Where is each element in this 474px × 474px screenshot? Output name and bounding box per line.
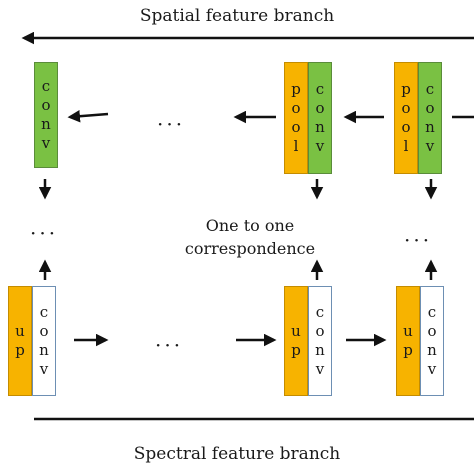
block-letter: v: [39, 360, 49, 378]
spectral-conv-block-2: c o n v: [308, 286, 332, 396]
block-letter: n: [39, 341, 49, 359]
block-letter: p: [291, 341, 301, 359]
block-letter: v: [315, 137, 325, 155]
block-letter: n: [425, 118, 435, 136]
block-letter: n: [315, 341, 325, 359]
spatial-conv-block-3: c o n v: [418, 62, 442, 174]
correspondence-label-line2: correspondence: [184, 239, 316, 258]
ellipsis-top-middle: ···: [157, 112, 186, 136]
block-letter: o: [41, 96, 51, 114]
block-letter: c: [427, 303, 437, 321]
block-letter: v: [427, 360, 437, 378]
block-letter: o: [315, 322, 325, 340]
block-letter: v: [425, 137, 435, 155]
block-letter: o: [315, 99, 325, 117]
block-letter: l: [403, 137, 409, 155]
block-letter: l: [293, 137, 299, 155]
block-letter: o: [425, 99, 435, 117]
correspondence-label-line1: One to one: [205, 216, 295, 235]
block-letter: u: [15, 322, 25, 340]
block-letter: c: [315, 80, 325, 98]
spectral-branch-title: Spectral feature branch: [133, 444, 341, 464]
block-letter: o: [291, 99, 301, 117]
block-letter: u: [291, 322, 301, 340]
block-letter: p: [401, 80, 411, 98]
spectral-conv-block-1: c o n v: [32, 286, 56, 396]
block-letter: c: [425, 80, 435, 98]
block-letter: n: [427, 341, 437, 359]
block-letter: o: [291, 118, 301, 136]
block-letter: o: [39, 322, 49, 340]
spatial-conv-block-2: c o n v: [308, 62, 332, 174]
block-letter: p: [15, 341, 25, 359]
block-letter: p: [403, 341, 413, 359]
spectral-up-block-1: u p: [8, 286, 32, 396]
block-letter: v: [41, 134, 51, 152]
spatial-branch-title: Spatial feature branch: [139, 6, 335, 26]
block-letter: o: [427, 322, 437, 340]
block-letter: n: [41, 115, 51, 133]
ellipsis-left-middle: ···: [30, 221, 59, 245]
block-letter: p: [291, 80, 301, 98]
block-letter: u: [403, 322, 413, 340]
ellipsis-right-middle: ···: [404, 228, 433, 252]
block-letter: o: [401, 118, 411, 136]
block-letter: c: [41, 77, 51, 95]
spectral-up-block-2: u p: [284, 286, 308, 396]
spectral-conv-block-3: c o n v: [420, 286, 444, 396]
spatial-pool-block-3: p o o l: [394, 62, 418, 174]
ellipsis-bottom-middle: ···: [155, 333, 184, 357]
spectral-up-block-3: u p: [396, 286, 420, 396]
block-letter: o: [401, 99, 411, 117]
block-letter: c: [315, 303, 325, 321]
block-letter: c: [39, 303, 49, 321]
spatial-conv-block-1: c o n v: [34, 62, 58, 168]
block-letter: v: [315, 360, 325, 378]
block-letter: n: [315, 118, 325, 136]
spatial-pool-block-2: p o o l: [284, 62, 308, 174]
arrow-top-1: [67, 109, 109, 123]
